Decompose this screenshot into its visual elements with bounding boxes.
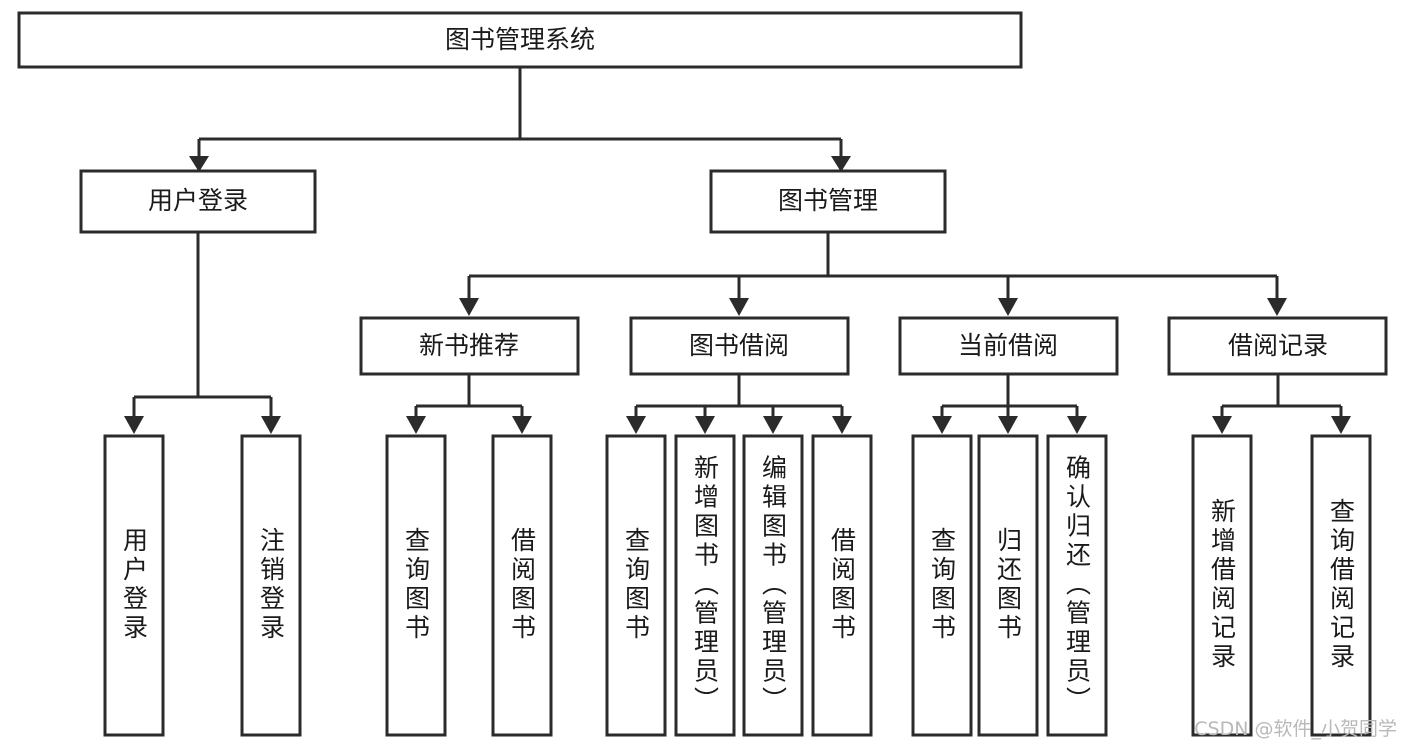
leaf-user-login-box[interactable] [103, 434, 165, 737]
leaf-return-book-box[interactable] [977, 434, 1039, 737]
connector-group-book-borrow-to-leaves [626, 374, 852, 434]
leaf-edit-book-box[interactable] [742, 434, 804, 737]
leaf-add-book[interactable]: 新增图书（管理员） [674, 434, 736, 737]
node-new-book-recommend-box[interactable] [359, 316, 580, 376]
arrowhead-to-leaf-query-book-3 [932, 416, 952, 434]
connector-current-borrow-trunk [940, 374, 1079, 418]
leaf-query-book-3-box[interactable] [911, 434, 973, 737]
connector-group-book-manage-to-level3 [459, 232, 1287, 316]
leaf-user-login-label: 用户登录 [120, 527, 149, 643]
leaf-add-book-label: 新增图书（管理员） [691, 455, 720, 716]
node-root-box[interactable] [17, 11, 1023, 69]
arrowhead-to-leaf-edit-book [763, 416, 783, 434]
leaf-user-logout-box[interactable] [240, 434, 302, 737]
connector-root-trunk [197, 67, 843, 158]
node-new-book-recommend-label: 新书推荐 [419, 331, 519, 360]
leaf-query-borrow-record-label: 查询借阅记录 [1327, 498, 1356, 672]
node-current-borrow-box[interactable] [898, 316, 1119, 376]
arrowhead-to-leaf-query-borrow-record [1331, 416, 1351, 434]
node-user-login[interactable]: 用户登录 [79, 169, 317, 234]
arrowhead-to-leaf-add-book [695, 416, 715, 434]
leaf-add-borrow-record-box[interactable] [1191, 434, 1253, 737]
leaf-add-book-box[interactable] [674, 434, 736, 737]
node-user-login-label: 用户登录 [148, 186, 248, 215]
arrowhead-to-leaf-user-login [124, 416, 144, 434]
node-new-book-recommend[interactable]: 新书推荐 [359, 316, 580, 376]
leaf-query-book-3[interactable]: 查询图书 [911, 434, 973, 737]
leaf-query-book-2-label: 查询图书 [622, 527, 651, 643]
leaf-query-borrow-record[interactable]: 查询借阅记录 [1310, 434, 1372, 737]
leaf-add-borrow-record[interactable]: 新增借阅记录 [1191, 434, 1253, 737]
node-borrow-record-label: 借阅记录 [1228, 331, 1328, 360]
leaf-user-login[interactable]: 用户登录 [103, 434, 165, 737]
arrowhead-to-leaf-return-book [998, 416, 1018, 434]
leaf-borrow-book-1[interactable]: 借阅图书 [491, 434, 553, 737]
connector-book-borrow-trunk [634, 374, 844, 418]
csdn-watermark: CSDN @软件_小贺同学 [1194, 718, 1397, 740]
leaf-query-book-1-label: 查询图书 [402, 527, 431, 643]
node-borrow-record-box[interactable] [1167, 316, 1388, 376]
leaf-confirm-return-label: 确认归还（管理员） [1063, 455, 1092, 716]
arrowhead-to-leaf-user-logout [261, 416, 281, 434]
leaf-borrow-book-1-label: 借阅图书 [508, 527, 537, 643]
node-root-label: 图书管理系统 [445, 25, 595, 54]
leaf-query-book-2[interactable]: 查询图书 [605, 434, 667, 737]
connector-group-new-book-recommend-to-leaves [406, 374, 532, 434]
arrowhead-to-new-book-recommend [459, 298, 479, 316]
connector-group-root-to-level2 [189, 67, 851, 172]
leaf-borrow-book-1-box[interactable] [491, 434, 553, 737]
node-book-borrow-box[interactable] [629, 316, 850, 376]
leaf-add-borrow-record-label: 新增借阅记录 [1208, 498, 1237, 672]
leaf-query-book-1-box[interactable] [385, 434, 447, 737]
connector-group-current-borrow-to-leaves [932, 374, 1087, 434]
leaf-query-book-3-label: 查询图书 [928, 527, 957, 643]
node-current-borrow[interactable]: 当前借阅 [898, 316, 1119, 376]
leaf-user-logout[interactable]: 注销登录 [240, 434, 302, 737]
arrowhead-to-borrow-record [1267, 298, 1287, 316]
leaf-confirm-return[interactable]: 确认归还（管理员） [1046, 434, 1108, 737]
arrowhead-to-leaf-borrow-book-1 [512, 416, 532, 434]
node-book-borrow[interactable]: 图书借阅 [629, 316, 850, 376]
connector-book-manage-trunk [467, 232, 1279, 300]
node-book-manage[interactable]: 图书管理 [709, 169, 947, 234]
leaf-query-book-1[interactable]: 查询图书 [385, 434, 447, 737]
arrowhead-to-leaf-query-book-2 [626, 416, 646, 434]
leaf-user-logout-label: 注销登录 [257, 527, 286, 643]
leaf-return-book[interactable]: 归还图书 [977, 434, 1039, 737]
arrowhead-to-leaf-add-borrow-record [1212, 416, 1232, 434]
node-book-manage-box[interactable] [709, 169, 947, 234]
leaf-edit-book-label: 编辑图书（管理员） [759, 455, 788, 716]
arrowhead-to-book-borrow [729, 298, 749, 316]
node-user-login-box[interactable] [79, 169, 317, 234]
leaf-borrow-book-2[interactable]: 借阅图书 [811, 434, 873, 737]
leaf-return-book-label: 归还图书 [994, 527, 1023, 643]
arrowhead-to-book-manage [831, 156, 851, 172]
arrowhead-to-current-borrow [998, 298, 1018, 316]
leaf-query-borrow-record-box[interactable] [1310, 434, 1372, 737]
connector-group-borrow-record-to-leaves [1212, 374, 1351, 434]
leaf-borrow-book-2-label: 借阅图书 [828, 527, 857, 643]
connector-group-user-login-to-leaves [124, 232, 281, 434]
arrowhead-to-leaf-query-book-1 [406, 416, 426, 434]
leaf-query-book-2-box[interactable] [605, 434, 667, 737]
node-borrow-record[interactable]: 借阅记录 [1167, 316, 1388, 376]
node-book-borrow-label: 图书借阅 [689, 331, 789, 360]
arrowhead-to-leaf-confirm-return [1067, 416, 1087, 434]
leaf-borrow-book-2-box[interactable] [811, 434, 873, 737]
connector-new-book-recommend-trunk [414, 374, 524, 418]
arrowhead-to-user-login [189, 156, 209, 172]
node-root[interactable]: 图书管理系统 [17, 11, 1023, 69]
arrowhead-to-leaf-borrow-book-2 [832, 416, 852, 434]
leaf-confirm-return-box[interactable] [1046, 434, 1108, 737]
node-book-manage-label: 图书管理 [778, 186, 878, 215]
connector-borrow-record-trunk [1220, 374, 1343, 418]
connector-user-login-trunk [132, 232, 273, 418]
node-current-borrow-label: 当前借阅 [958, 331, 1058, 360]
leaf-edit-book[interactable]: 编辑图书（管理员） [742, 434, 804, 737]
